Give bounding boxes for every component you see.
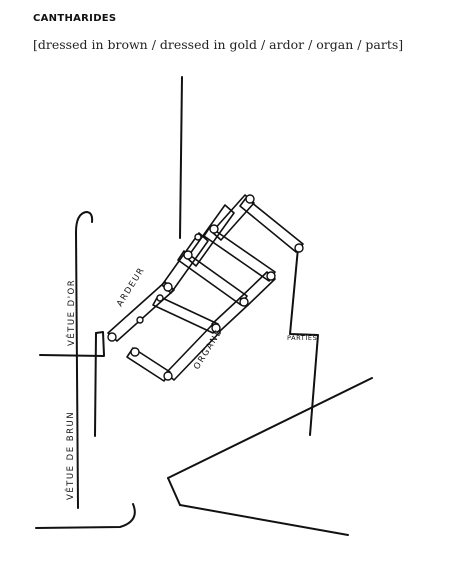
label-parties: PARTIES [287, 334, 317, 342]
caption-translation: [dressed in brown / dressed in gold / ar… [33, 37, 404, 52]
wedge-tip [167, 477, 181, 506]
hook-stroke [75, 211, 94, 509]
link-3 [186, 204, 235, 267]
pivot-points [107, 194, 304, 381]
joint-bracket [95, 331, 105, 356]
wedge-lower [179, 504, 349, 536]
link-8 [203, 226, 276, 282]
link-1 [107, 281, 175, 342]
link-5 [126, 347, 171, 382]
label-organe: ORGANE [192, 328, 225, 372]
label-vetue-dor: VÊTUE D'OR [65, 279, 77, 346]
divider-line [39, 354, 105, 357]
wedge-upper [167, 377, 373, 479]
link-9 [239, 197, 304, 253]
inner-vertical-line [94, 332, 97, 437]
tall-vertical-line [179, 76, 183, 239]
document-title: CANTHARIDES [33, 13, 117, 24]
label-vetue-de-brun: VÊTUE DE BRUN [64, 411, 76, 500]
link-6 [152, 295, 219, 334]
parties-rod [289, 247, 319, 436]
base-curve [35, 503, 136, 529]
link-4 [211, 194, 255, 241]
